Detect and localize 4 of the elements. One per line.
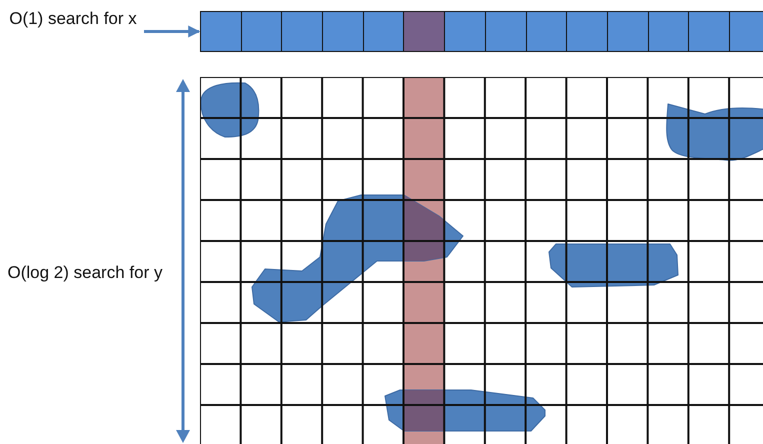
search-label: O(log 2) search for y [2, 262, 168, 308]
arrow [144, 26, 200, 38]
search-label: O(1) search for x [0, 8, 146, 54]
array-bar [200, 11, 763, 52]
